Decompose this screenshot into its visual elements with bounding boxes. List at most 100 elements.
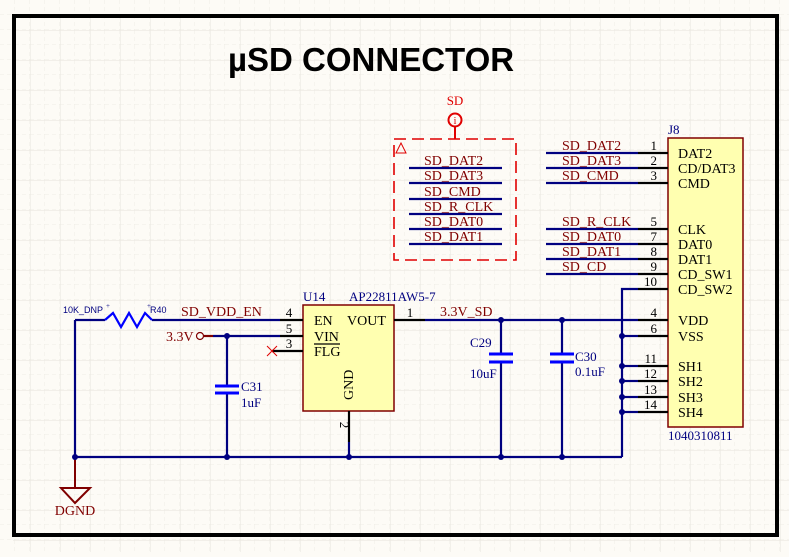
j8-pin-number: 8 (651, 244, 658, 259)
j8-pin-name: CLK (678, 223, 706, 238)
port-label-3v3: 3.3V (166, 330, 194, 345)
sheet-title: µSD CONNECTOR (228, 41, 514, 78)
j8-pin-number: 11 (644, 351, 657, 366)
net-label-3v3-sd: 3.3V_SD (440, 305, 493, 320)
u14-pin-4-num: 4 (286, 305, 293, 320)
capacitor-c31[interactable]: C31 1uF (215, 336, 263, 457)
j8-part-number: 1040310811 (668, 428, 733, 443)
ground-symbol-dgnd[interactable]: DGND (55, 457, 95, 519)
junction (224, 333, 230, 339)
j8-pin-number: 1 (651, 138, 658, 153)
c29-value: 10uF (470, 366, 497, 381)
ground-icon (58, 487, 93, 505)
bus-junctions (619, 333, 638, 415)
j8-pin-name: CMD (678, 177, 710, 192)
j8-pin-number: 10 (644, 274, 657, 289)
junction (346, 454, 352, 460)
c29-designator: C29 (470, 335, 492, 350)
c30-designator: C30 (575, 349, 597, 364)
u14-pin-1-num: 1 (407, 305, 414, 320)
u14-pin-2-num: 2 (337, 422, 352, 429)
u14-body (302, 304, 395, 412)
j8-pin-number: 14 (644, 397, 658, 412)
info-glyph: i (454, 116, 457, 127)
net-label-sd-cmd[interactable]: SD_CMD (562, 169, 619, 184)
harness-name: SD (447, 93, 464, 108)
harness-entry-sd-cmd[interactable]: SD_CMD (424, 185, 481, 200)
j8-pin-name: DAT1 (678, 253, 712, 268)
net-label-sd-dat0[interactable]: SD_DAT0 (562, 230, 621, 245)
net-label-sd-cd[interactable]: SD_CD (562, 260, 606, 275)
c30-value: 0.1uF (575, 364, 605, 379)
j8-pin-name: VDD (678, 314, 708, 329)
net-label-sd-r-clk[interactable]: SD_R_CLK (562, 215, 631, 230)
junction (619, 363, 625, 369)
harness-entry-sd-dat0[interactable]: SD_DAT0 (424, 215, 483, 230)
r40-designator: R40 (150, 305, 167, 315)
info-icon (447, 112, 463, 128)
net-label-sd-dat2[interactable]: SD_DAT2 (562, 139, 621, 154)
capacitor-c29[interactable]: C29 10uF (470, 320, 513, 457)
warning-triangle-icon (395, 141, 407, 154)
j8-pin-name: SH4 (678, 406, 703, 421)
junction (559, 317, 565, 323)
j8-pin-name: CD_SW1 (678, 268, 732, 283)
junction (498, 454, 504, 460)
j8-pin-name: CD/DAT3 (678, 162, 736, 177)
j8-body (667, 137, 744, 428)
junction (498, 317, 504, 323)
net-label-sd-dat3[interactable]: SD_DAT3 (562, 154, 621, 169)
u14-pin-flg: FLG (314, 345, 340, 360)
regulator-u14[interactable]: U14 AP22811AW5-7 4 5 3 1 2 EN VIN FLG VO… (272, 289, 436, 442)
j8-pin-number: 13 (644, 382, 657, 397)
resistor-zigzag (104, 310, 153, 330)
j8-pin-name: VSS (678, 330, 704, 345)
c31-designator: C31 (241, 379, 263, 394)
capacitor-c30[interactable]: C30 0.1uF (550, 320, 605, 457)
j8-pin-name: SH2 (678, 375, 703, 390)
junction (619, 378, 625, 384)
junction (619, 333, 625, 339)
harness-entry-sd-dat3[interactable]: SD_DAT3 (424, 169, 483, 184)
sheet-border (12, 14, 779, 537)
j8-pin-number: 7 (651, 229, 658, 244)
j8-pin-number: 6 (651, 321, 658, 336)
harness-entry-sd-r-clk[interactable]: SD_R_CLK (424, 200, 493, 215)
u14-pin-en: EN (314, 314, 333, 329)
j8-pin-number: 12 (644, 366, 657, 381)
j8-pin-name: CD_SW2 (678, 283, 732, 298)
j8-pin-number: 2 (651, 153, 658, 168)
harness-entry-sd-dat2[interactable]: SD_DAT2 (424, 154, 483, 169)
j8-designator: J8 (668, 122, 680, 137)
port-circle-icon (195, 331, 205, 341)
j8-pin-number: 3 (651, 168, 658, 183)
ground-bus-wire (620, 287, 638, 457)
junction (224, 454, 230, 460)
harness-box (393, 138, 517, 261)
net-label-sd-dat1[interactable]: SD_DAT1 (562, 245, 621, 260)
u14-pin-5-num: 5 (286, 321, 293, 336)
power-port-3v3[interactable]: 3.3V (166, 330, 213, 345)
u14-designator: U14 (303, 289, 326, 304)
harness-entries: SD_DAT2SD_DAT3SD_CMDSD_R_CLKSD_DAT0SD_DA… (409, 154, 502, 246)
ground-label: DGND (55, 504, 95, 519)
j8-pin-number: 9 (651, 259, 658, 274)
u14-pin-vout: VOUT (347, 314, 386, 329)
j8-pin-name: DAT0 (678, 238, 712, 253)
junction (559, 454, 565, 460)
u14-pin-vin: VIN (314, 330, 339, 345)
r40-pin-mark: + (106, 302, 110, 310)
net-label-sd-vdd-en: SD_VDD_EN (181, 305, 262, 320)
harness-sd[interactable]: SD i SD_DAT2SD_DAT3SD_CMDSD_R_CLKSD_DAT0… (393, 93, 517, 261)
junction (72, 454, 78, 460)
resistor-r40[interactable]: 10K_DNP R40 + + (63, 302, 167, 330)
j8-pin-name: SH3 (678, 391, 703, 406)
j8-pin-name: DAT2 (678, 147, 712, 162)
r40-pin-mark: + (147, 302, 151, 310)
harness-entry-sd-dat1[interactable]: SD_DAT1 (424, 230, 483, 245)
no-connect-icon (266, 345, 278, 357)
j8-pin-number: 5 (651, 214, 658, 229)
